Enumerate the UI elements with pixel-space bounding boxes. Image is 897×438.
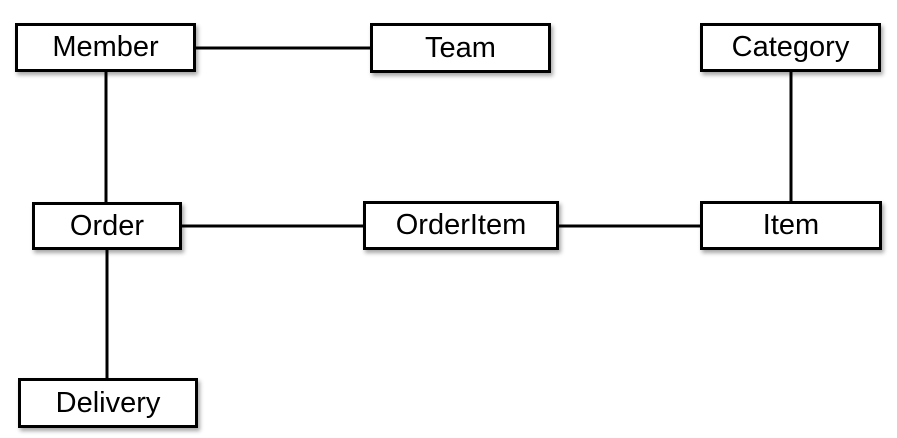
entity-team-label: Team (425, 31, 496, 64)
entity-delivery-label: Delivery (55, 386, 161, 419)
entity-member-label: Member (52, 31, 159, 63)
entity-order: Order (32, 202, 182, 250)
entity-category-label: Category (731, 31, 850, 63)
entity-item-label: Item (762, 209, 820, 241)
entity-category: Category (700, 23, 881, 72)
entity-orderitem-label: OrderItem (395, 209, 527, 241)
entity-order-label: Order (69, 209, 145, 242)
entity-item: Item (700, 201, 882, 250)
entity-delivery: Delivery (18, 378, 198, 428)
entity-orderitem: OrderItem (363, 201, 559, 250)
entity-team: Team (370, 23, 551, 73)
entity-member: Member (15, 23, 196, 72)
